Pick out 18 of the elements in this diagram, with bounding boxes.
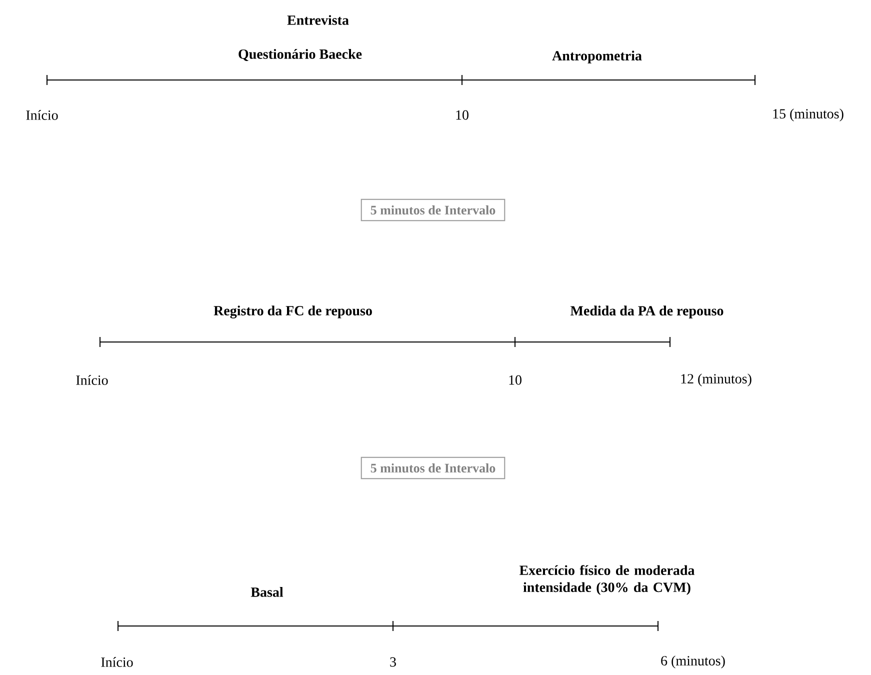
tick-label: 15 (minutos) (773, 108, 844, 122)
activity-label: Medida da PA de repouso (570, 306, 724, 318)
tick-label: Início (101, 657, 133, 667)
tick-label: 3 (390, 657, 396, 667)
tick-label: Início (76, 375, 108, 385)
tick-label: 6 (minutos) (661, 656, 725, 668)
activity-label: Basal (250, 587, 284, 597)
tick-label: Início (26, 110, 58, 120)
activity-label: Antropometria (552, 50, 642, 64)
tick-label: 10 (509, 375, 522, 385)
tick-label: 12 (minutos) (681, 374, 752, 386)
interval-box: 5 minutos de Intervalo (360, 456, 506, 480)
tick-label: 10 (456, 110, 468, 120)
activity-label: Registro da FC de repouso (214, 306, 372, 318)
activity-label: Questionário Baecke (238, 49, 362, 61)
interval-box: 5 minutos de Intervalo (360, 198, 506, 222)
activity-label: Exercício físico de moderada intensidade (30% da CVM) (520, 565, 695, 595)
activity-label: Entrevista (287, 15, 349, 25)
